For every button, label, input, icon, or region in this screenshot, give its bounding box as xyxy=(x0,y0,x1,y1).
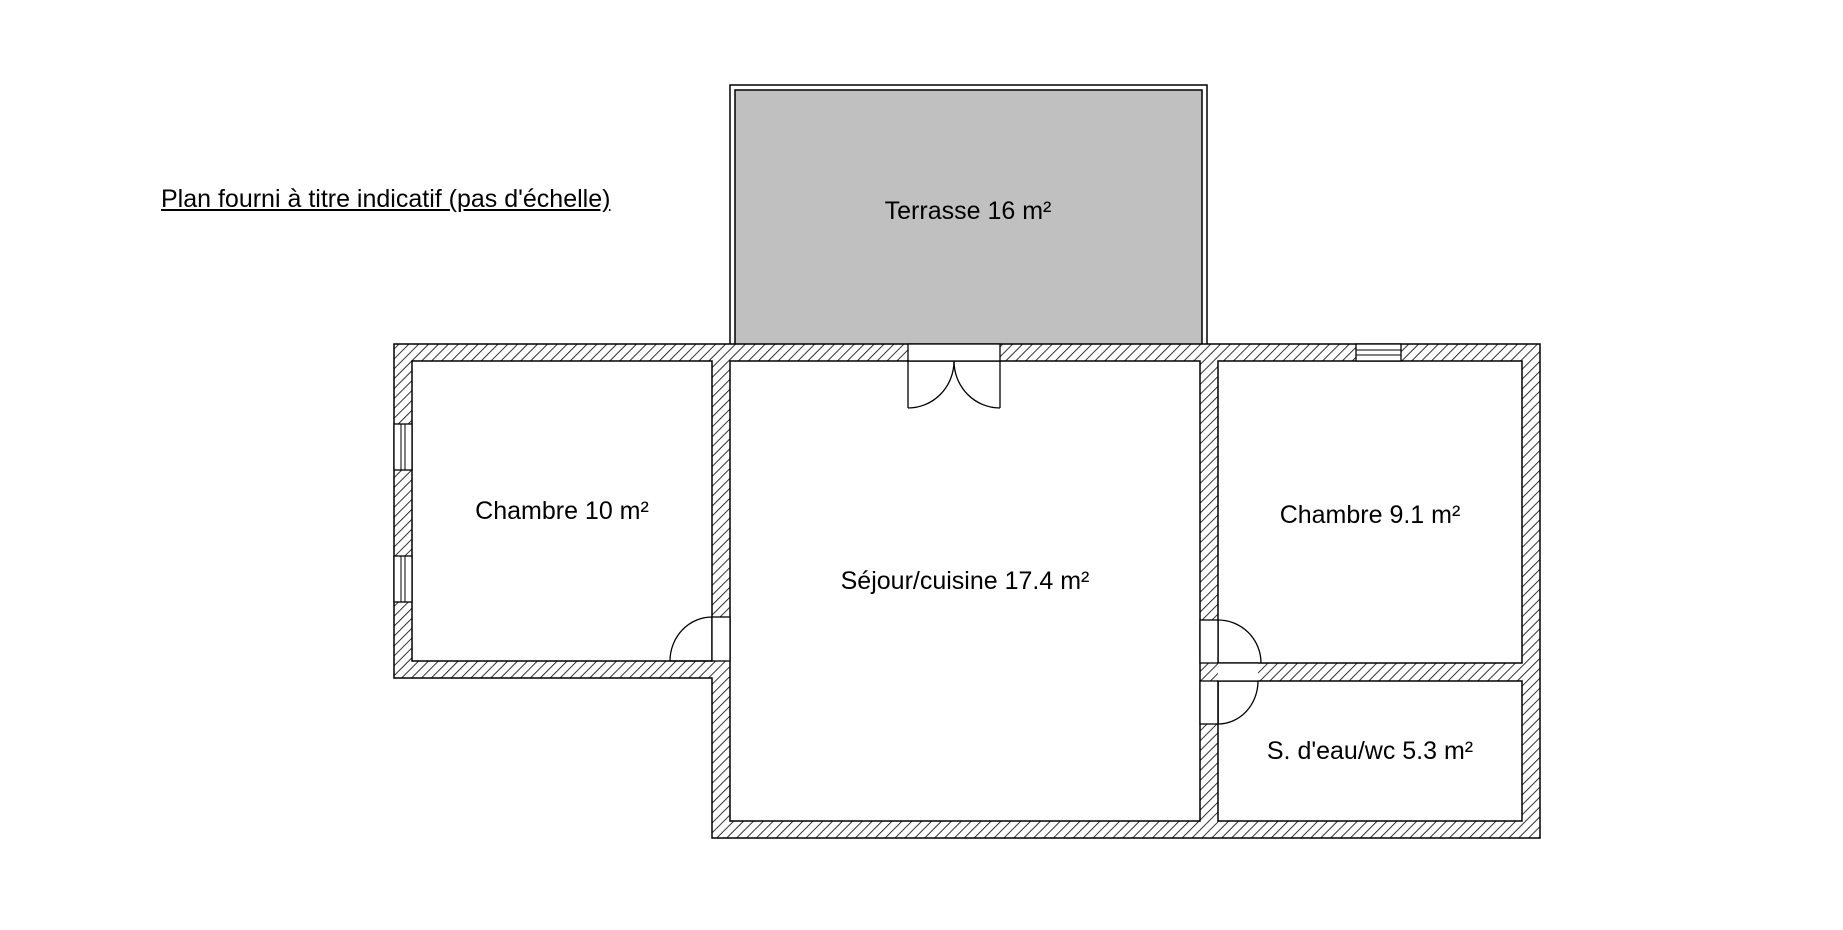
room-label-bedroom-right: Chambre 9.1 m² xyxy=(1280,501,1461,529)
door-bedroom-left xyxy=(669,616,731,662)
window-left-bottom xyxy=(393,555,413,603)
room-label-terrace: Terrasse 16 m² xyxy=(885,197,1052,225)
room-label-bathroom: S. d'eau/wc 5.3 m² xyxy=(1267,737,1473,765)
plan-disclaimer-note: Plan fourni à titre indicatif (pas d'éch… xyxy=(161,185,611,213)
door-bathroom xyxy=(1199,662,1259,725)
room-label-bedroom-left: Chambre 10 m² xyxy=(475,497,649,525)
terrace xyxy=(729,84,1208,347)
door-bedroom-right xyxy=(1199,619,1262,664)
double-door-terrace xyxy=(907,343,1001,409)
room-label-living: Séjour/cuisine 17.4 m² xyxy=(841,567,1090,595)
window-left-top xyxy=(393,423,413,471)
window-top-right xyxy=(1355,343,1402,362)
